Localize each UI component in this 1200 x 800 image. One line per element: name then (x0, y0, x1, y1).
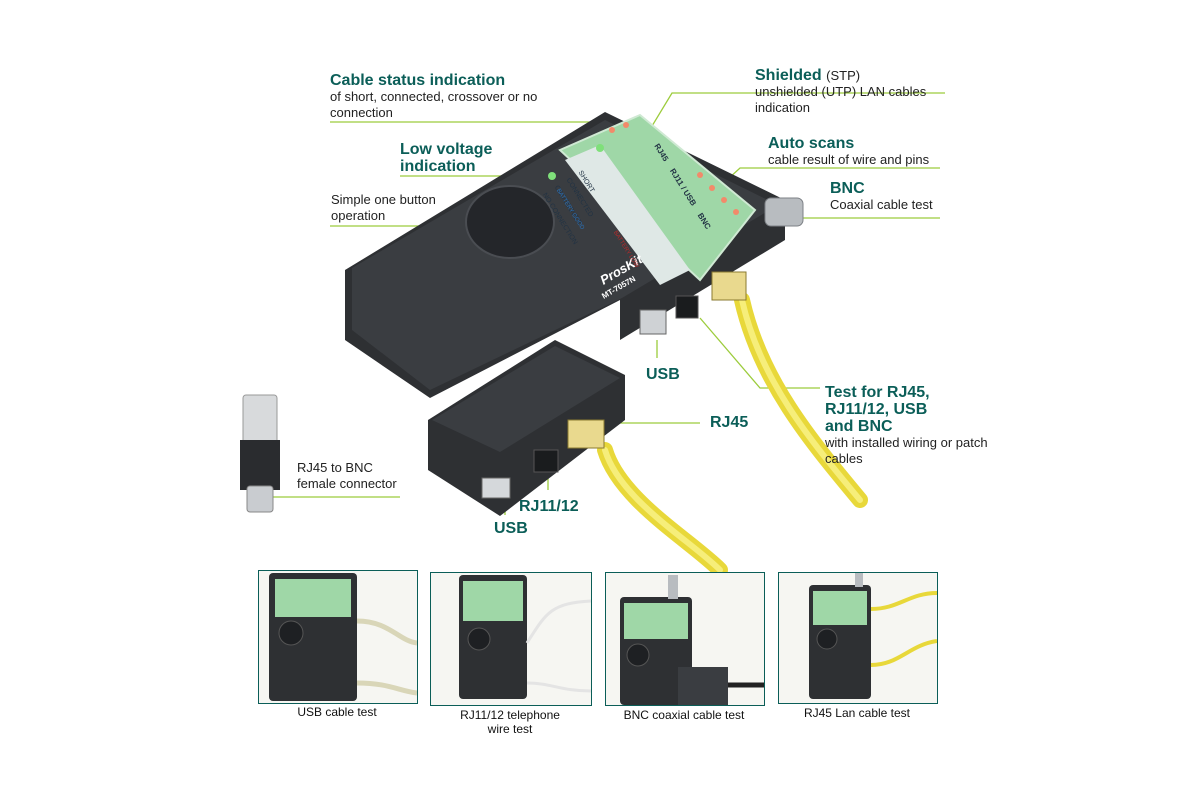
port-label-usb-main: USB (646, 366, 680, 383)
callout-bnc-title: BNC (830, 180, 865, 197)
caption-bnc-test: BNC coaxial cable test (623, 708, 745, 722)
caption-rj11-test: RJ11/12 telephone wire test (430, 708, 590, 736)
led-green (548, 172, 556, 180)
callout-cable-status-title: Cable status indication (330, 72, 506, 89)
led (697, 172, 703, 178)
photo-cable (870, 591, 937, 611)
photo-rj11-illustration (459, 575, 591, 699)
photo-rj45-illustration (809, 573, 937, 699)
photo-bnc-illustration (620, 575, 764, 705)
photo-cable (525, 599, 591, 644)
led (623, 122, 629, 128)
remote-unit (428, 340, 625, 516)
bnc-port (764, 197, 804, 227)
led (733, 209, 739, 215)
callout-bnc-desc: Coaxial cable test (830, 197, 933, 212)
usb-port-remote (481, 477, 511, 499)
rj11-port-main (675, 295, 699, 319)
callout-adapter: RJ45 to BNC female connector (297, 460, 397, 491)
callout-auto-scans-title: Auto scans (768, 135, 855, 152)
caption-usb-test: USB cable test (297, 705, 377, 719)
photo-bnc-test (605, 572, 765, 706)
led-green (596, 144, 604, 152)
callout-test-for-title-3: and BNC (825, 418, 893, 435)
photo-remote-body (678, 667, 728, 705)
leader-test-for (699, 317, 820, 389)
callout-auto-scans-desc: cable result of wire and pins (768, 152, 930, 167)
photo-bnc-connector (668, 575, 678, 599)
photo-bnc-connector (855, 573, 863, 587)
photo-cable (356, 680, 417, 696)
callout-test-for: Test for RJ45, RJ11/12, USB and BNC with… (825, 384, 995, 467)
rj45-port-main (711, 271, 747, 301)
photo-usb-illustration (269, 573, 417, 701)
cable-remote-highlight (602, 447, 723, 573)
photo-cable (870, 639, 937, 667)
photo-tester-button (626, 643, 650, 667)
rj45-port-remote (567, 419, 605, 449)
remote-unit-top (432, 346, 620, 452)
photo-tester-panel (463, 581, 523, 621)
rj11-port-remote (533, 449, 559, 473)
adapter-bnc (246, 485, 274, 513)
callout-test-for-desc: with installed wiring or patch cables (825, 435, 988, 466)
photo-usb-test (258, 570, 418, 704)
caption-rj11-test-line-2: wire test (487, 722, 533, 736)
led-row (609, 122, 739, 215)
led (609, 127, 615, 133)
callout-cable-status: Cable status indication of short, connec… (330, 72, 590, 121)
port-label-rj45-remote: RJ45 (710, 414, 749, 431)
status-strip (565, 145, 690, 285)
photo-tester-button (467, 627, 491, 651)
yellow-cables (597, 292, 868, 578)
photo-tester-panel (624, 603, 688, 639)
photo-cable (526, 681, 591, 693)
callout-low-voltage: Low voltage indication (400, 141, 492, 175)
callout-bnc: BNC Coaxial cable test (830, 180, 980, 213)
callout-low-voltage-title-2: indication (400, 158, 476, 175)
callout-test-for-title-1: Test for RJ45, (825, 384, 930, 401)
test-button (465, 185, 555, 259)
callout-auto-scans: Auto scans cable result of wire and pins (768, 135, 968, 168)
adapter-rj45-plug (242, 394, 278, 446)
adapter-body (240, 440, 280, 490)
callout-one-button: Simple one button operation (331, 192, 436, 223)
callout-shielded-desc: unshielded (UTP) LAN cables indication (755, 84, 927, 115)
callout-shielded: Shielded (STP) unshielded (UTP) LAN cabl… (755, 67, 955, 116)
main-unit (345, 112, 804, 398)
photo-rj11-test (430, 572, 592, 706)
callout-shielded-suffix: (STP) (826, 68, 861, 83)
photo-cable (356, 618, 417, 646)
photo-tester-panel (813, 591, 867, 625)
callout-cable-status-desc: of short, connected, crossover or no con… (330, 89, 538, 120)
port-label-usb-remote: USB (494, 520, 528, 537)
callout-low-voltage-title-1: Low voltage (400, 141, 493, 158)
photo-tester-panel (275, 579, 351, 617)
port-label-rj11-remote: RJ11/12 (519, 498, 579, 515)
callout-test-for-title-2: RJ11/12, USB (825, 401, 928, 418)
caption-rj45-test: RJ45 Lan cable test (803, 706, 911, 720)
led (709, 185, 715, 191)
photo-rj45-test (778, 572, 938, 704)
photo-tester-button (816, 628, 838, 650)
cable-main-highlight (739, 297, 863, 503)
led (721, 197, 727, 203)
photo-tester-button (278, 620, 304, 646)
caption-rj11-test-line-1: RJ11/12 telephone (460, 708, 560, 722)
usb-port-main (639, 309, 667, 335)
callout-shielded-title: Shielded (755, 67, 822, 84)
rj45-bnc-adapter (240, 394, 280, 513)
leader-shielded (645, 92, 945, 137)
